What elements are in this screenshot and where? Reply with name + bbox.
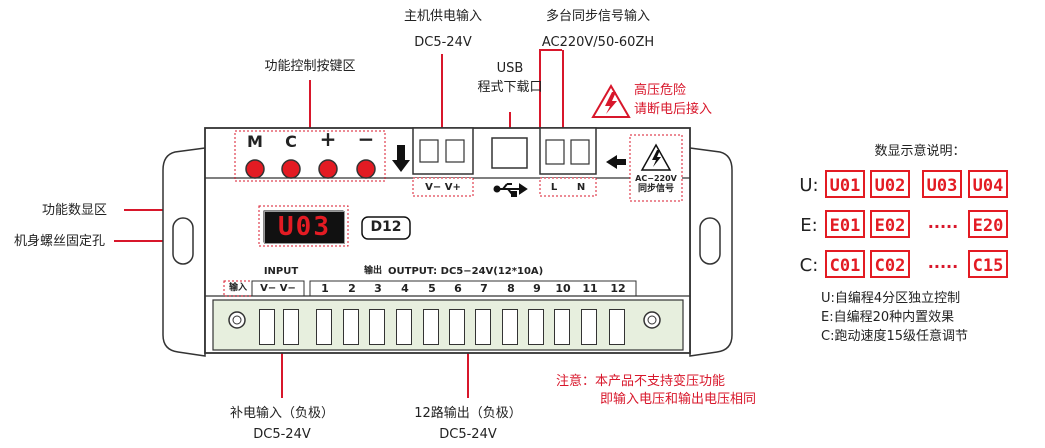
device [162,127,733,357]
mount-hole-label: 机身螺丝固定孔 [14,234,106,249]
arrow-left-icon [606,155,626,169]
outputs-range: DC5-24V [439,427,497,442]
input-pins-label: V− V− [260,283,296,294]
button-c [281,159,301,179]
output-pin-6: 6 [454,282,462,295]
output-pin-11: 11 [582,282,598,295]
button-c-label: C [285,132,297,151]
legend-display-item: ····· [927,257,959,276]
sync-badge-line2: 同步信号 [637,184,674,194]
output-slot-10 [554,309,570,345]
display-readout: U03 [264,211,345,244]
legend-title: 数显示意说明： [874,144,966,159]
usb-icon [493,183,528,197]
button-plus [318,159,338,179]
output-pin-8: 8 [507,282,515,295]
aux-power-title: 补电输入（负极） [229,406,334,421]
model-label: D12 [370,219,402,235]
power-terminal-pins: V− V+ [425,182,461,193]
legend-display-item: E02 [870,210,910,238]
legend-display-item: C01 [825,250,865,278]
output-pin-4: 4 [401,282,409,295]
legend-display-item: U04 [968,170,1008,198]
output-slot-12 [609,309,625,345]
output-slot-1 [316,309,332,345]
aux-power-range: DC5-24V [253,427,311,442]
legend-prefix: U: [799,175,819,196]
sync-signal-title: 多台同步信号输入 [545,9,650,24]
sync-badge-line1: AC−220V [635,174,677,183]
legend-display-item: U02 [870,170,910,198]
legend-prefix: E: [800,215,818,236]
output-pin-10: 10 [555,282,571,295]
model-tag [361,216,411,240]
output-slot-11 [581,309,597,345]
output-slot-9 [528,309,544,345]
output-pin-1: 1 [321,282,329,295]
outputs-title: 12路输出（负极） [414,406,522,421]
sync-pin-n: N [576,182,586,193]
hv-warning-line1: 高压危险 [634,83,687,98]
left-mount-hole [172,217,194,265]
output-cn-label: 输出 [364,266,383,276]
legend-note-u: U:自编程4分区独立控制 [821,291,961,306]
input-slot-2 [283,309,299,345]
output-pin-12: 12 [610,282,626,295]
legend-prefix: C: [799,255,819,276]
output-slot-2 [343,309,359,345]
input-cn-label: 输入 [228,283,247,293]
output-pin-5: 5 [428,282,436,295]
legend-note-c: C:跑动速度15级任意调节 [821,329,968,344]
arrow-down-icon [392,145,410,172]
usb-title: USB [496,61,524,76]
output-pin-2: 2 [348,282,356,295]
legend-display-item: E01 [825,210,865,238]
output-slot-5 [423,309,439,345]
legend-display-item: ····· [927,217,959,236]
output-slot-3 [369,309,385,345]
display-area-label: 功能数显区 [42,203,108,218]
keys-area-label: 功能控制按键区 [264,59,356,74]
input-slot-1 [259,309,275,345]
button-m-label: M [247,132,263,151]
hv-warning-line2: 请断电后接入 [634,102,713,117]
right-mount-hole [699,217,721,265]
output-header: OUTPUT: DC5−24V(12*10A) [388,266,544,277]
button-m [245,159,265,179]
output-slot-7 [475,309,491,345]
output-pin-7: 7 [480,282,488,295]
usb-port [491,137,528,169]
high-voltage-warning-icon [591,84,631,118]
usb-subtitle: 程式下载口 [477,80,543,95]
note-line1: 注意：本产品不支持变压功能 [556,374,726,389]
sync-signal-range: AC220V/50-60ZH [541,35,655,50]
note-line2: 即输入电压和输出电压相同 [600,392,757,407]
legend-display-item: C02 [870,250,910,278]
sync-pin-l: L [550,182,558,193]
button-minus [356,159,376,179]
legend-note-e: E:自编程20种内置效果 [821,310,955,325]
output-pin-3: 3 [374,282,382,295]
buttons-group [245,159,376,179]
button-minus-label: − [357,127,375,151]
button-plus-label: + [319,127,337,151]
legend-display-item: U03 [922,170,962,198]
input-header: INPUT [263,266,299,277]
legend-display-item: U01 [825,170,865,198]
output-slot-6 [449,309,465,345]
output-slot-4 [396,309,412,345]
legend-display-item: E20 [968,210,1008,238]
output-slot-8 [502,309,518,345]
main-power-range: DC5-24V [414,35,472,50]
legend-display-item: C15 [968,250,1008,278]
output-pin-9: 9 [533,282,541,295]
main-power-title: 主机供电输入 [403,9,482,24]
